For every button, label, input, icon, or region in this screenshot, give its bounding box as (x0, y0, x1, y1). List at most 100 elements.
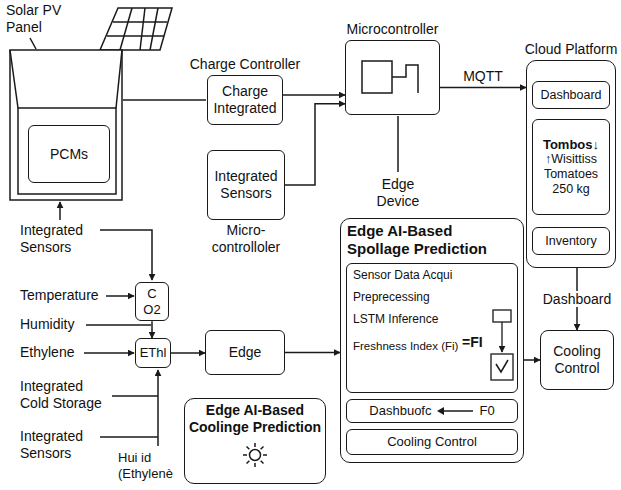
sensor-line (112, 395, 158, 397)
box-text: Edge (229, 344, 262, 361)
box-text: ↑Wisittiss (545, 152, 597, 167)
process-box: Integrated SensorsMicro- controlloler (207, 150, 285, 220)
annotation-label: Hui id (Ethylenè (118, 450, 182, 481)
sensor-line (157, 370, 159, 446)
box-text: Integrated Sensors (211, 168, 281, 202)
box-text: EThl (140, 345, 167, 361)
connector-arrow (524, 359, 540, 361)
housing-edge (10, 50, 18, 108)
box-text: Dashboard (540, 88, 601, 103)
annotation-label: Ethylene (20, 344, 100, 361)
box-text: Cooling Control (387, 434, 477, 450)
process-box: Edge AI-Based Coolinge Prediction (184, 398, 326, 484)
connector-arrow (151, 321, 153, 338)
panel-grid (140, 8, 145, 50)
connector-arrow (171, 352, 205, 354)
inner-box: Dashbuofc F0 (346, 399, 518, 423)
index-icon (491, 354, 513, 380)
process-box: PCMs (28, 125, 110, 183)
box-text: LSTM Inference (353, 312, 438, 326)
connector-arrow (283, 94, 345, 96)
leader-line (30, 38, 36, 49)
heading-text: Charge Controller (186, 56, 304, 73)
panel-grid (120, 8, 132, 50)
flow-arrow (501, 322, 502, 352)
sun-ray (254, 443, 256, 447)
edge-label: MQTT (460, 68, 506, 85)
box-text: Inventory (545, 234, 596, 249)
heading-text: Micro- controlloler (193, 222, 299, 256)
connector-arrow (285, 352, 340, 354)
box-text: Tomatoes 250 kg (536, 167, 606, 197)
inner-arrow (435, 405, 475, 417)
leader-line (397, 116, 399, 172)
annotation-label: Temperature (20, 287, 112, 304)
sun-ray (261, 446, 264, 449)
sensor-line (100, 436, 158, 438)
panel-grid (113, 21, 167, 23)
chip-outline (362, 61, 392, 93)
annotation-label: Solar PV Panel (6, 2, 86, 36)
process-box: Cooling Control (540, 330, 614, 390)
annotation-label: Integrated Sensors (20, 222, 102, 256)
sensor-line (100, 230, 152, 280)
process-box: EThl (135, 338, 171, 368)
sensor-line (106, 295, 134, 297)
sun-icon (240, 440, 270, 470)
box-text: PCMs (50, 146, 88, 163)
box-text: Sensor Data Acqui (353, 268, 452, 282)
panel-grid (150, 8, 158, 50)
sensor-arrow (59, 202, 61, 220)
arrow-shaft (439, 410, 473, 411)
process-box: Charge ControllerCharge Integrated (207, 75, 283, 125)
sun-ray (247, 460, 250, 463)
fi-icons (347, 264, 515, 390)
box-text: F0 (479, 403, 494, 419)
heading-text: Cloud Platform (505, 41, 621, 58)
lstm-icon (493, 310, 511, 322)
inner-box: Dashboard (532, 81, 610, 109)
chip-pin (392, 65, 418, 93)
inner-box: Tombos↓↑WisittissTomatoes 250 kg (532, 119, 610, 215)
process-box: Edge (205, 330, 285, 375)
box-text: Charge Integrated (211, 83, 279, 117)
arrow-head (437, 407, 444, 415)
solar-panel (100, 8, 172, 50)
heading-text: Microcontroller (324, 21, 461, 38)
box-text: Preprecessing (353, 290, 430, 304)
connector-arrow (285, 104, 345, 185)
sun-ray (261, 460, 264, 463)
check-mark (496, 360, 508, 372)
sun-disc (250, 449, 261, 460)
box-text: Edge AI-Based Spollage Prediction (347, 222, 517, 258)
sun-ray (247, 446, 250, 449)
housing-edge (116, 50, 122, 108)
box-text: C O2 (139, 286, 165, 317)
housing-inner-wall (18, 108, 116, 194)
annotation-label: Integrated Cold Storage (20, 378, 115, 412)
storage-housing (10, 50, 122, 200)
annotation-label: Integrated Sensors (20, 428, 102, 462)
inner-box: Sensor Data AcquiPreprecessingLSTM Infer… (346, 263, 518, 393)
connector-arrow (440, 87, 526, 89)
sun-ray (254, 463, 256, 467)
edge-label: Dashboard (540, 291, 615, 308)
process-box: C O2 (135, 282, 169, 321)
annotation-label: Edge Device (368, 176, 428, 210)
inner-box: Cooling Control (346, 429, 518, 455)
box-text: Cooling Control (544, 343, 610, 377)
power-line (123, 99, 206, 101)
sun-ray (243, 454, 247, 456)
sensor-line (86, 324, 151, 326)
box-text: Dashbuofc (369, 403, 431, 419)
box-text: Edge AI-Based Coolinge Prediction (188, 402, 322, 436)
sensor-line (84, 352, 134, 354)
mcu-symbol (358, 53, 428, 101)
panel-grid (107, 35, 164, 37)
box-text: Freshness Index (Fi) (353, 340, 458, 354)
inner-box: Inventory (532, 227, 610, 255)
process-box: Microcontroller (345, 40, 440, 115)
process-box: DashboardTombos↓↑WisittissTomatoes 250 k… (526, 60, 616, 268)
box-text: Tombos↓ (543, 137, 599, 153)
